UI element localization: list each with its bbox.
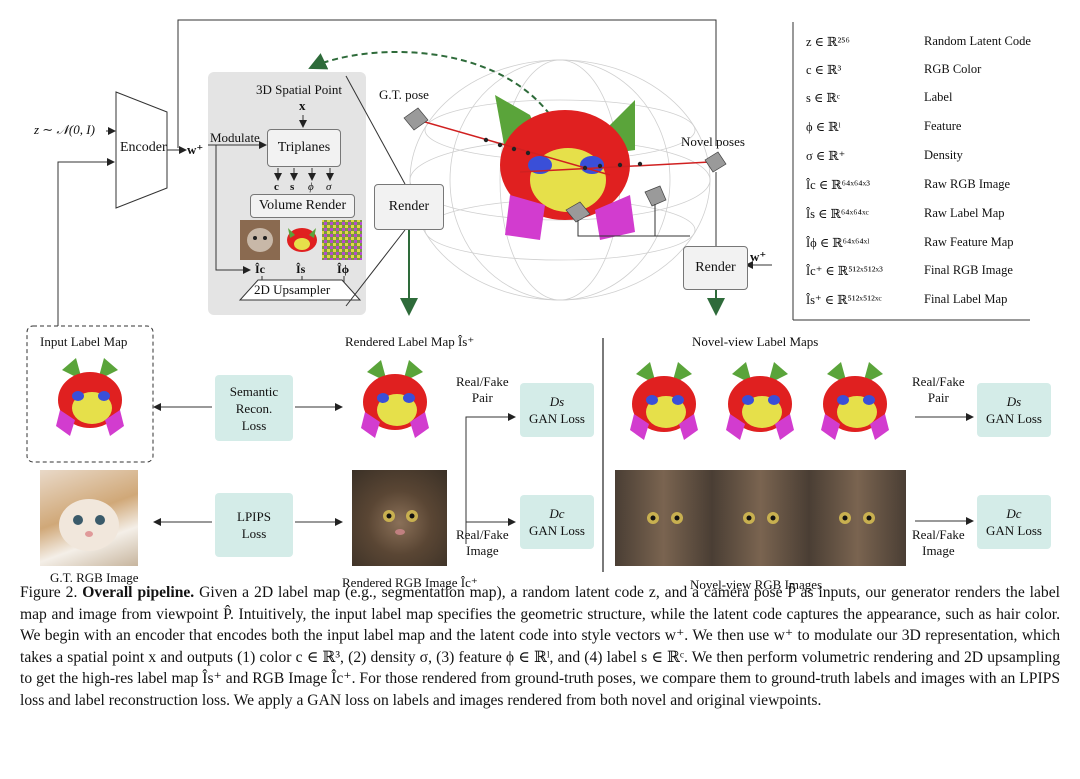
w-plus-novel-label: w⁺ [750, 249, 767, 264]
novel-rgb-images-title: Novel-view RGB Images [690, 577, 823, 592]
input-label-map-image [56, 358, 124, 436]
novel-label-maps-title: Novel-view Label Maps [692, 334, 819, 349]
legend-desc: Final RGB Image [924, 263, 1013, 277]
legend-symbol: z ∈ ℝ²⁵⁶ [806, 35, 850, 49]
novel-rgb-photos [615, 470, 906, 566]
legend-desc: Random Latent Code [924, 34, 1031, 48]
w-plus-label: w⁺ [187, 142, 204, 157]
symbol-legend: z ∈ ℝ²⁵⁶ Random Latent Code c ∈ ℝ³ RGB Col… [806, 34, 1076, 324]
legend-symbol: Îs ∈ ℝ⁶⁴ˣ⁶⁴ˣᶜ [806, 207, 869, 221]
legend-symbol: s ∈ ℝᶜ [806, 91, 840, 105]
caption-body: Given a 2D label map (e.g., segmentation… [20, 584, 1060, 709]
encoder-shape [115, 91, 168, 209]
legend-desc: RGB Color [924, 62, 982, 76]
legend-desc: Raw Label Map [924, 206, 1005, 220]
rendered-rgb-photo [352, 470, 447, 566]
render-box-gt: Render [374, 184, 444, 230]
gt-rgb-photo [40, 470, 138, 566]
raw-label-symbol: Îs [296, 262, 306, 276]
novel-label-map-2 [726, 362, 794, 440]
feature-c: c [274, 181, 279, 193]
gt-rgb-title: G.T. RGB Image [50, 570, 139, 585]
cat-label-volume [495, 95, 635, 240]
raw-rgb-symbol: Îc [255, 262, 265, 276]
volume-render-box: Volume Render [250, 194, 355, 218]
legend-desc: Raw Feature Map [924, 235, 1014, 249]
modulate-label: Modulate [210, 130, 260, 145]
legend-symbol: Îs⁺ ∈ ℝ⁵¹²ˣ⁵¹²ˣᶜ [806, 293, 882, 307]
legend-symbol: Îc ∈ ℝ⁶⁴ˣ⁶⁴ˣ³ [806, 178, 871, 192]
render-box-novel: Render [683, 246, 748, 290]
raw-output-thumbnails [240, 220, 362, 260]
encoder-label: Encoder [120, 140, 167, 155]
gt-pose-label: G.T. pose [379, 87, 429, 102]
spatial-point-label: 3D Spatial Point [256, 82, 342, 97]
feature-sigma: σ [326, 181, 332, 193]
caption-title: Overall pipeline. [82, 584, 195, 601]
legend-symbol: ϕ ∈ ℝˡ [806, 120, 841, 134]
legend-symbol: c ∈ ℝ³ [806, 63, 842, 77]
novel-poses-label: Novel poses [681, 134, 745, 149]
rendered-label-map-image [361, 360, 429, 438]
figure-caption: Figure 2. Overall pipeline. Given a 2D l… [20, 582, 1060, 711]
triplanes-box: Triplanes [267, 129, 341, 167]
novel-label-map-1 [630, 362, 698, 440]
feature-s: s [290, 181, 295, 193]
upsampler-label: 2D Upsampler [254, 282, 331, 297]
spatial-point-var: x [299, 98, 306, 113]
latent-input-label: z ∼ 𝒩(0, I) [34, 122, 95, 137]
legend-symbol: σ ∈ ℝ⁺ [806, 149, 846, 163]
legend-symbol: Îc⁺ ∈ ℝ⁵¹²ˣ⁵¹²ˣ³ [806, 264, 883, 278]
pipeline-diagram [26, 19, 1030, 572]
novel-label-map-3 [821, 362, 889, 440]
figure-number: Figure 2. [20, 584, 78, 601]
raw-feature-symbol: Îϕ [337, 262, 350, 276]
legend-desc: Label [924, 90, 953, 104]
legend-desc: Final Label Map [924, 292, 1008, 306]
legend-symbol: Îϕ ∈ ℝ⁶⁴ˣ⁶⁴ˣˡ [806, 236, 870, 250]
legend-desc: Raw RGB Image [924, 177, 1011, 191]
feature-phi: ϕ [308, 181, 314, 193]
rendered-rgb-title: Rendered RGB Image Îc⁺ [342, 575, 478, 590]
legend-desc: Density [924, 148, 963, 162]
rendered-label-map-title: Rendered Label Map Îs⁺ [345, 334, 475, 349]
legend-desc: Feature [924, 119, 962, 133]
input-label-map-title: Input Label Map [40, 334, 128, 349]
